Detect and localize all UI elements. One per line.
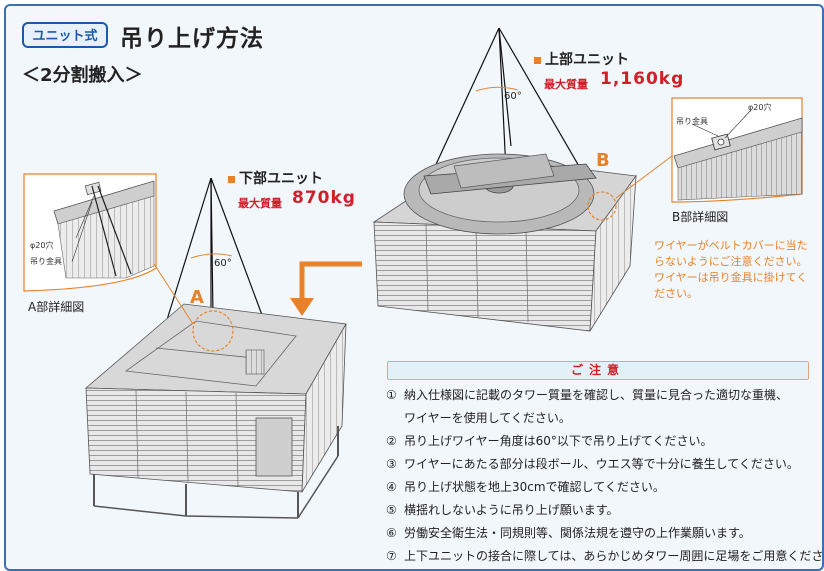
detail-a-hole-label: φ20穴 — [30, 241, 54, 250]
lower-unit-angle: 60° — [214, 258, 232, 269]
upper-unit-drawing — [372, 27, 673, 332]
page-title: 吊り上げ方法 — [120, 26, 264, 52]
upper-unit-label: 上部ユニット — [534, 49, 629, 69]
upper-unit-angle: 60° — [504, 91, 522, 102]
wire-caution-note: ワイヤーがベルトカバーに当た らないようにご注意ください。 ワイヤーは吊り金具に… — [654, 239, 808, 300]
upper-unit-mass-label: 最大質量 — [544, 78, 588, 91]
upper-unit-mass-value: 1,160kg — [600, 69, 685, 89]
detail-a-caption: A部詳細図 — [28, 300, 85, 314]
notice-heading: ご注意 — [387, 361, 809, 380]
bullet-square-icon — [534, 56, 541, 64]
lifting-illustration — [23, 27, 803, 519]
detail-b-caption: B部詳細図 — [672, 210, 729, 224]
detail-b-drawing — [671, 97, 803, 203]
marker-b: B — [596, 150, 610, 171]
detail-b-fitting-label: 吊り金具 — [676, 117, 708, 126]
assembly-arrow — [290, 261, 362, 316]
lower-unit-mass-value: 870kg — [292, 188, 356, 208]
marker-a: A — [190, 287, 204, 308]
notice-item: ワイヤーを使用してください。 — [404, 411, 571, 425]
page-subtitle: ＜2分割搬入＞ — [22, 65, 143, 86]
lower-unit-mass-label: 最大質量 — [238, 197, 282, 210]
detail-b-hole-label: φ20穴 — [748, 103, 772, 112]
detail-a-fitting-label: 吊り金具 — [30, 257, 62, 266]
diagram-frame: ユニット式 吊り上げ方法 ＜2分割搬入＞ — [4, 4, 824, 571]
unit-type-badge: ユニット式 — [22, 22, 108, 48]
lower-unit-drawing — [84, 177, 347, 519]
detail-a-drawing — [23, 173, 157, 292]
bullet-square-icon — [228, 175, 235, 183]
lower-unit-label: 下部ユニット — [228, 168, 323, 188]
